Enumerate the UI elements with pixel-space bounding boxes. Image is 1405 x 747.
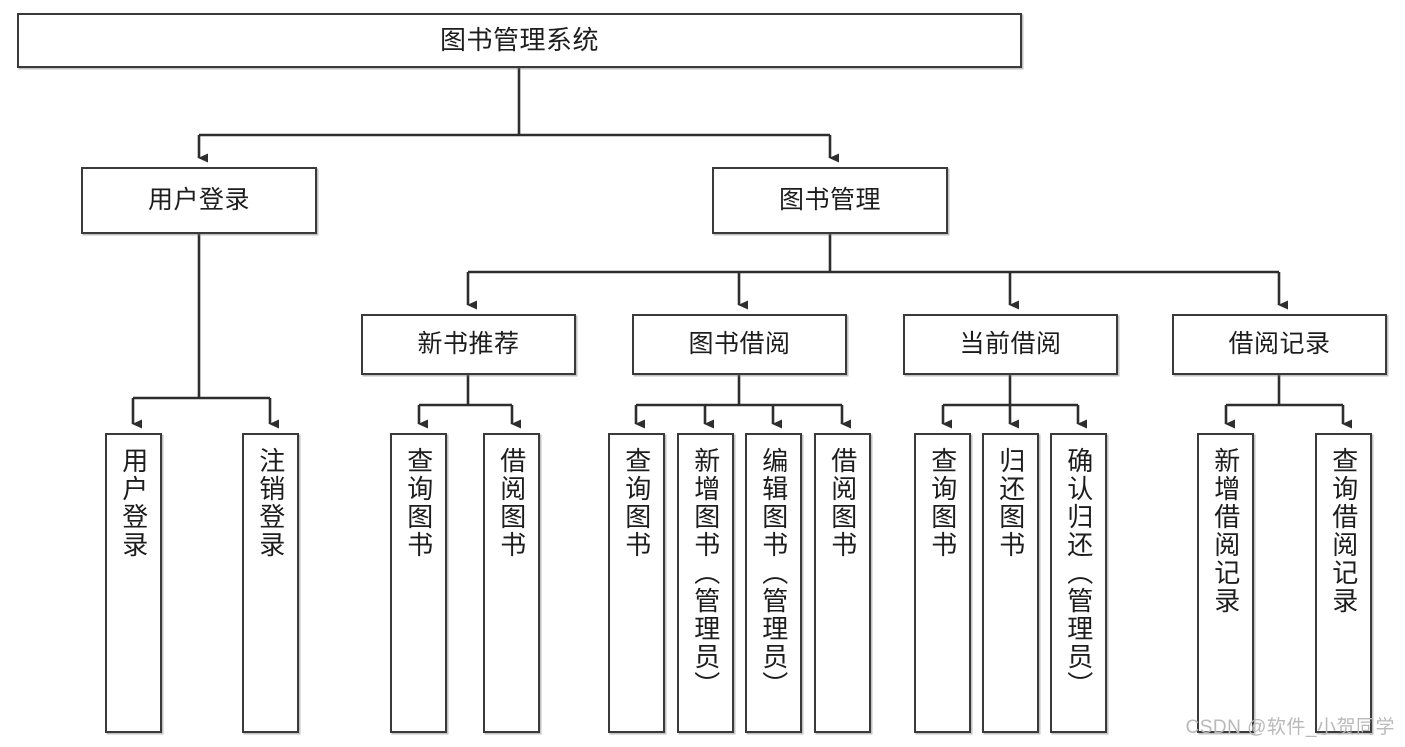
leaf-current-return-book[interactable]: 归还图书 [982,433,1039,733]
node-label: 编辑图书（管理员） [758,447,789,699]
leaf-borrow-edit-book-admin[interactable]: 编辑图书（管理员） [745,433,802,733]
node-label: 用户登录 [118,447,149,559]
leaf-user-logout[interactable]: 注销登录 [242,433,299,733]
node-label: 注销登录 [255,447,286,559]
node-label: 查询图书 [403,447,434,559]
node-label: 借阅图书 [827,447,858,559]
leaf-current-query-book[interactable]: 查询图书 [914,433,971,733]
node-user-login[interactable]: 用户登录 [81,167,317,234]
node-label: 查询图书 [621,447,652,559]
node-root-system[interactable]: 图书管理系统 [17,13,1022,68]
node-label: 查询图书 [927,447,958,559]
leaf-borrow-query-book[interactable]: 查询图书 [608,433,665,733]
leaf-record-add-record[interactable]: 新增借阅记录 [1197,433,1254,733]
leaf-user-login[interactable]: 用户登录 [105,433,162,733]
node-borrow-record[interactable]: 借阅记录 [1172,314,1387,375]
leaf-borrow-borrow-book[interactable]: 借阅图书 [814,433,871,733]
node-label: 图书管理系统 [439,25,599,56]
node-label: 借阅记录 [1228,329,1331,358]
leaf-newbook-query-book[interactable]: 查询图书 [390,433,447,733]
leaf-borrow-add-book-admin[interactable]: 新增图书（管理员） [677,433,734,733]
node-label: 借阅图书 [496,447,527,559]
node-current-borrow[interactable]: 当前借阅 [903,314,1118,375]
node-label: 新增借阅记录 [1210,447,1241,615]
node-label: 图书管理 [778,185,881,214]
node-label: 新书推荐 [417,329,520,358]
node-label: 当前借阅 [959,329,1062,358]
node-label: 图书借阅 [688,329,791,358]
leaf-newbook-borrow-book[interactable]: 借阅图书 [483,433,540,733]
node-book-borrow[interactable]: 图书借阅 [632,314,847,375]
node-new-book-recommend[interactable]: 新书推荐 [361,314,576,375]
node-label: 确认归还（管理员） [1063,447,1094,699]
node-book-management[interactable]: 图书管理 [712,167,948,234]
node-label: 新增图书（管理员） [690,447,721,699]
watermark-text: CSDN @软件_小贺同学 [1185,717,1395,738]
node-label: 用户登录 [147,185,250,214]
leaf-record-query-record[interactable]: 查询借阅记录 [1315,433,1372,733]
node-label: 查询借阅记录 [1328,447,1359,615]
node-label: 归还图书 [995,447,1026,559]
leaf-current-confirm-return-admin[interactable]: 确认归还（管理员） [1050,433,1107,733]
